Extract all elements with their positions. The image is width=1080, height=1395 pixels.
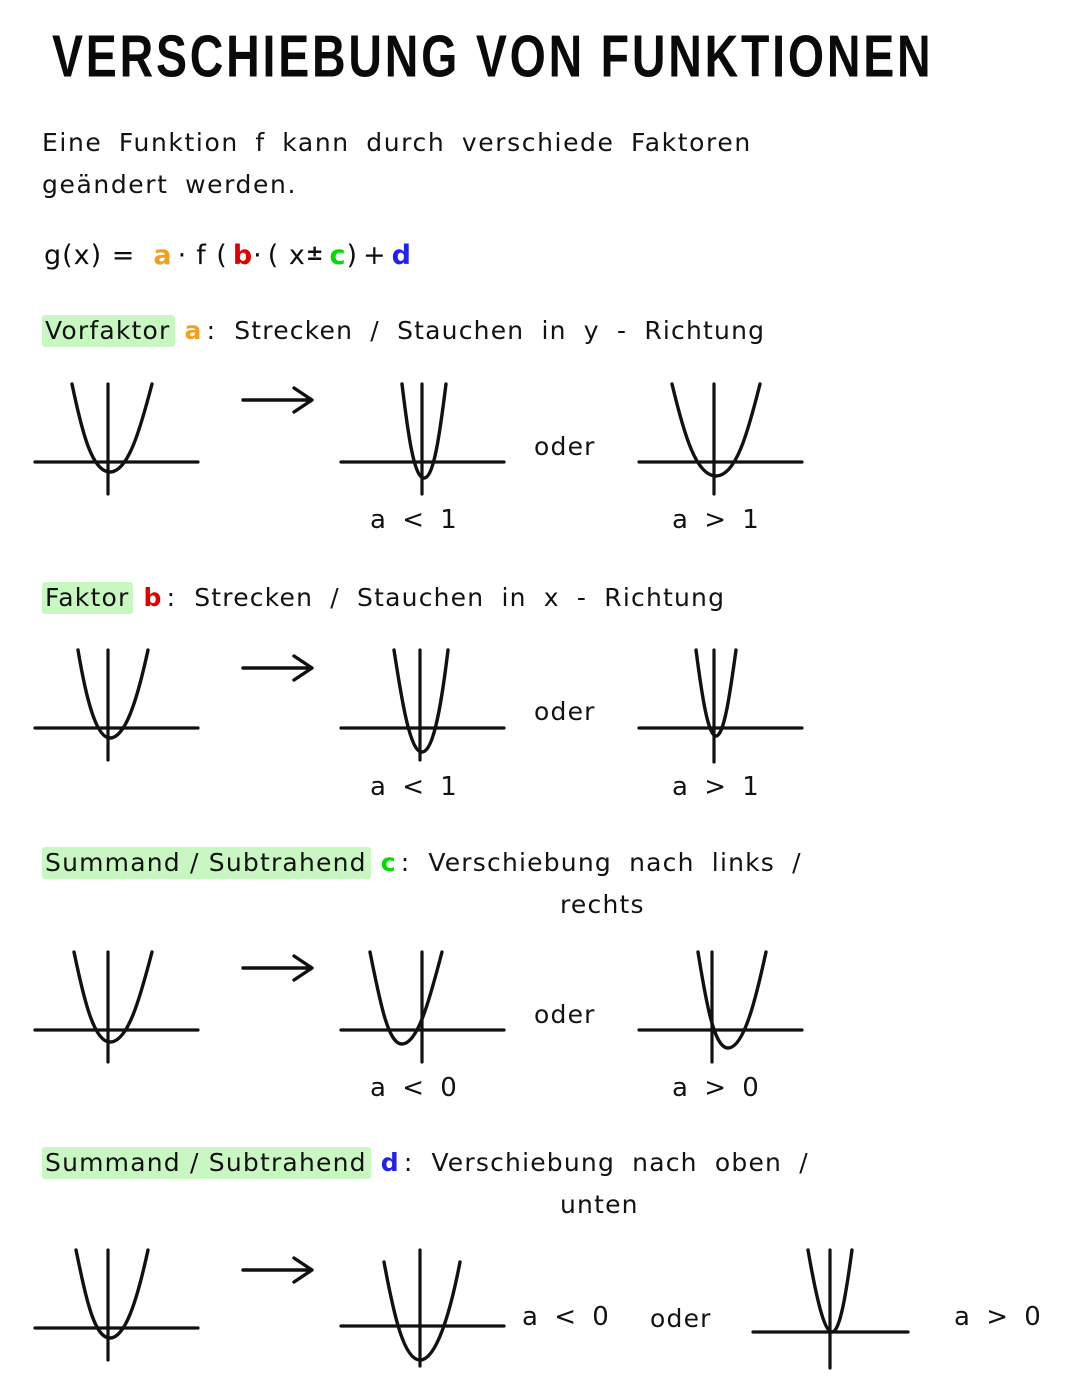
general-formula: g(x) = a · f ( b · ( x ± c ) + d [44,240,412,271]
formula-dot-2: · [253,240,263,271]
caption-a-left: a < 1 [370,505,461,535]
connector-a: oder [534,432,596,461]
caption-b-left: a < 1 [370,772,461,802]
plot-variant-d-up [748,1242,923,1377]
formula-paren-close: ) [346,240,359,271]
plot-base-c [30,940,205,1065]
section-var-a: a [184,316,203,345]
caption-c-right: a > 0 [672,1073,763,1103]
plot-variant-a-narrow [336,372,511,497]
plot-variant-b-very-narrow [634,640,809,765]
page-title: VERSCHIEBUNG VON FUNKTIONEN [52,23,934,90]
section-desc-d-line2: unten [560,1190,639,1219]
formula-lhs: g(x) = [44,240,136,271]
plot-variant-d-down [336,1242,511,1377]
plot-base-d [30,1242,205,1367]
caption-d-left: a < 0 [522,1302,613,1332]
formula-var-d: d [391,240,412,271]
arrow-right-icon-b [240,650,320,688]
plot-base-b [30,640,205,765]
formula-var-c: c [329,240,347,271]
section-desc-a: Strecken / Stauchen in y - Richtung [234,316,766,345]
section-var-c: c [380,848,397,877]
section-label-b: Faktor [42,582,134,614]
intro-line-1: Eine Funktion f kann durch verschiede Fa… [42,128,752,157]
intro-line-2: geändert werden. [42,170,297,199]
section-heading-d: Summand / Subtrahend d: Verschiebung nach … [42,1147,809,1179]
formula-var-b: b [232,240,254,271]
connector-c: oder [534,1000,596,1029]
plot-variant-c-right [634,940,809,1065]
connector-b: oder [534,697,596,726]
formula-paren-open: ( x [267,240,306,271]
caption-b-right: a > 1 [672,772,763,802]
caption-a-right: a > 1 [672,505,763,535]
formula-var-a: a [153,240,173,271]
section-colon-c: : [400,848,411,877]
section-var-d: d [380,1148,400,1177]
section-desc-d: Verschiebung nach oben / [431,1148,809,1177]
plot-base-a [30,372,205,497]
section-heading-a: Vorfaktor a: Strecken / Stauchen in y - Ri… [42,315,766,347]
formula-plus: + [363,240,387,271]
arrow-right-icon-c [240,950,320,988]
formula-f-open: f ( [196,240,228,271]
plot-variant-b-narrow [336,640,511,765]
section-label-a: Vorfaktor [42,315,175,347]
section-colon-d: : [403,1148,414,1177]
section-colon-b: : [166,583,177,612]
section-heading-c: Summand / Subtrahend c: Verschiebung nach … [42,847,802,879]
section-desc-c: Verschiebung nach links / [428,848,802,877]
arrow-right-icon-d [240,1252,320,1290]
connector-d: oder [650,1304,712,1333]
section-colon-a: : [206,316,217,345]
section-desc-c-line2: rechts [560,890,645,919]
section-label-c: Summand / Subtrahend [42,847,371,879]
section-desc-b: Strecken / Stauchen in x - Richtung [194,583,726,612]
formula-dot-1: · [177,240,188,271]
plot-variant-c-left [336,940,511,1065]
caption-c-left: a < 0 [370,1073,461,1103]
plus-minus-icon: ± [305,241,325,265]
section-var-b: b [143,583,163,612]
caption-d-right: a > 0 [954,1302,1045,1332]
section-label-d: Summand / Subtrahend [42,1147,371,1179]
arrow-right-icon-a [240,382,320,420]
plot-variant-a-wide [634,372,809,497]
